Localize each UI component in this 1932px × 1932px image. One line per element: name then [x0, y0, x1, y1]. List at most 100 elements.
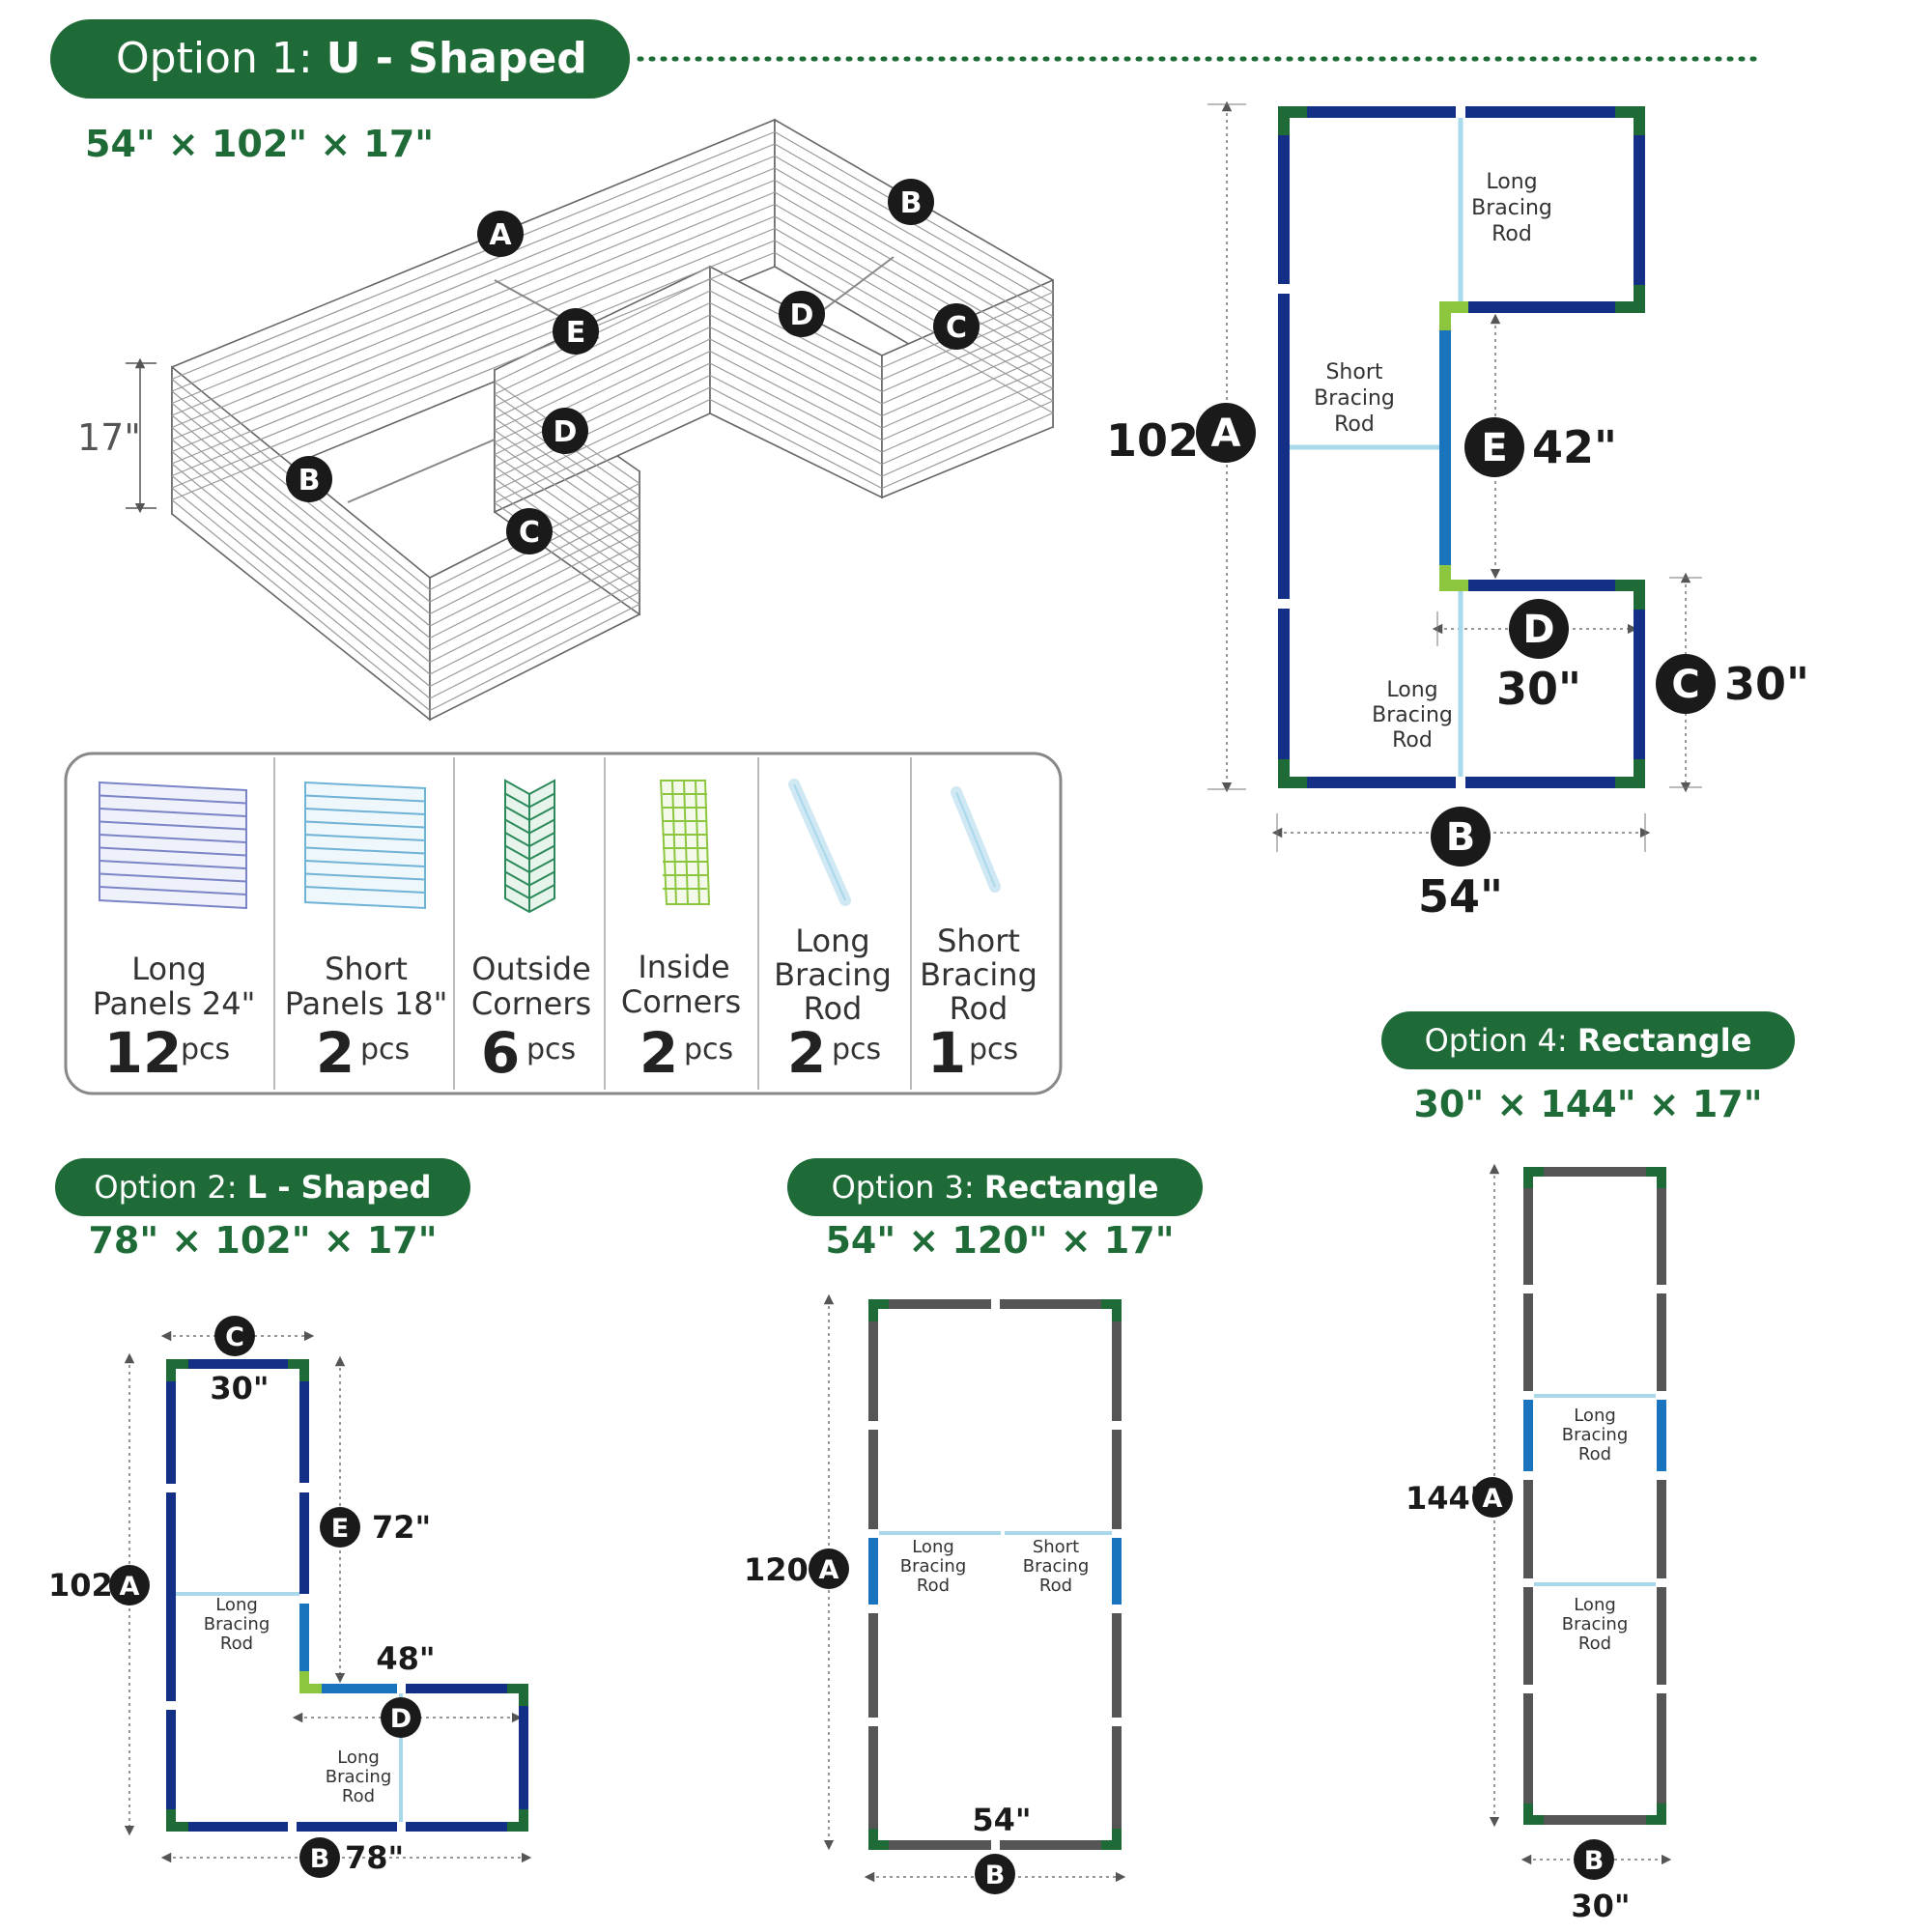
r4-badge-b: B	[1574, 1839, 1614, 1880]
part-label-short-rod: Short	[937, 923, 1020, 959]
rod-label-long-top-2: Bracing	[1471, 196, 1552, 220]
option2-d-value: 48"	[376, 1640, 435, 1677]
r3-rod-label-left-3: Rod	[917, 1576, 950, 1596]
svg-text:C: C	[225, 1322, 244, 1352]
plan1-badge-d: D	[1509, 599, 1569, 659]
part-label-short-rod-2: Bracing	[920, 956, 1037, 993]
option1-e-value: 42"	[1532, 421, 1617, 473]
part-label-outside-corners-2: Corners	[471, 985, 591, 1022]
part-label-inside-corners-2: Corners	[621, 983, 741, 1020]
part-label-short-rod-3: Rod	[950, 990, 1009, 1027]
inside-corner-icon	[659, 780, 711, 905]
svg-text:B: B	[1584, 1846, 1605, 1876]
option3-header: Option 3: Rectangle 54" × 120" × 17"	[787, 1158, 1203, 1262]
rod-label-short-3: Rod	[1334, 412, 1375, 437]
l-badge-c: C	[214, 1316, 255, 1356]
svg-text:C: C	[946, 311, 967, 345]
option1-b-value: 54"	[1418, 870, 1503, 923]
svg-text:A: A	[489, 218, 512, 252]
svg-text:E: E	[331, 1514, 349, 1544]
svg-text:B: B	[985, 1861, 1006, 1890]
option4-title-pill	[1381, 1011, 1795, 1069]
svg-text:B: B	[298, 464, 321, 497]
long-panel-icon	[99, 781, 247, 910]
option4-dims: 30" × 144" × 17"	[1413, 1083, 1762, 1125]
outside-corner-icon	[504, 779, 555, 914]
rod-label-long-bottom-2: Bracing	[1372, 703, 1453, 727]
svg-text:D: D	[790, 298, 814, 332]
svg-text:E: E	[566, 316, 586, 350]
iso-badge-a: A	[477, 211, 524, 257]
qty-short-panels: 2	[316, 1020, 355, 1086]
part-label-short-panels: Short	[325, 951, 408, 987]
r4-rod-label-upper-2: Bracing	[1562, 1425, 1629, 1445]
svg-text:E: E	[1481, 426, 1507, 470]
option3-title-pill	[787, 1158, 1203, 1216]
iso-badge-d-top: D	[779, 291, 825, 337]
svg-text:C: C	[519, 516, 540, 550]
long-rod-icon	[788, 779, 851, 906]
option2-dims: 78" × 102" × 17"	[88, 1219, 437, 1262]
l-badge-d: D	[381, 1697, 421, 1738]
iso-badge-b-top: B	[888, 179, 934, 225]
rod-label-short-2: Bracing	[1314, 386, 1395, 411]
plan1-badge-c: C	[1656, 654, 1716, 714]
option1-title: Option 1: U - Shaped	[116, 34, 587, 83]
parts-list: Long Panels 24" Short Panels 18" Outside…	[64, 752, 1063, 1095]
l-shaped-plan: Long Bracing Rod Long Bracing Rod C 30" …	[48, 1316, 532, 1878]
rod-label-short: Short	[1325, 360, 1382, 384]
option4-title: Option 4: Rectangle	[1425, 1022, 1752, 1059]
r3-rod-label-right-3: Rod	[1039, 1576, 1072, 1596]
l-badge-b: B	[299, 1837, 340, 1878]
r4-rod-label-lower-2: Bracing	[1562, 1614, 1629, 1634]
option1-height-label: 17"	[77, 416, 141, 459]
r4-rod-label-lower-3: Rod	[1578, 1634, 1611, 1654]
unit-outside-corners: pcs	[526, 1033, 576, 1066]
qty-inside-corners: 2	[639, 1020, 678, 1086]
l-badge-a: A	[109, 1565, 150, 1605]
part-label-long-rod-2: Bracing	[774, 956, 892, 993]
part-label-outside-corners: Outside	[471, 951, 591, 987]
svg-text:A: A	[819, 1555, 839, 1585]
option3-b-value: 54"	[972, 1802, 1031, 1838]
rod-label-long-bottom: Long	[1386, 678, 1437, 702]
plan1-badge-e: E	[1464, 417, 1524, 477]
option1-c-value: 30"	[1724, 658, 1809, 710]
option3-dims: 54" × 120" × 17"	[825, 1219, 1174, 1262]
svg-text:D: D	[1522, 608, 1554, 652]
svg-text:D: D	[554, 415, 578, 449]
svg-text:A: A	[1483, 1484, 1503, 1514]
plan1-badge-a: A	[1196, 403, 1256, 463]
part-label-short-panels-2: Panels 18"	[285, 985, 448, 1022]
u-shaped-bed-illustration	[126, 118, 1054, 722]
option2-title: Option 2: L - Shaped	[94, 1169, 431, 1206]
iso-badge-c-low: C	[506, 508, 553, 554]
l-rod-label-upper-2: Bracing	[204, 1614, 270, 1634]
rod-label-long-top-3: Rod	[1492, 222, 1532, 246]
part-label-long-panels-2: Panels 24"	[93, 985, 256, 1022]
r4-badge-a: A	[1472, 1477, 1513, 1518]
option3-title: Option 3: Rectangle	[832, 1169, 1159, 1206]
l-badge-e: E	[320, 1507, 360, 1548]
l-rod-label-upper-3: Rod	[220, 1634, 253, 1654]
short-panel-icon	[304, 781, 426, 910]
option2-title-pill	[55, 1158, 470, 1216]
option2-e-value: 72"	[372, 1509, 431, 1546]
r4-rod-label-lower: Long	[1574, 1595, 1616, 1615]
r4-rod-label-upper-3: Rod	[1578, 1444, 1611, 1464]
r4-rod-label-upper: Long	[1574, 1406, 1616, 1426]
unit-short-rod: pcs	[969, 1033, 1018, 1066]
rod-label-long-bottom-3: Rod	[1392, 728, 1433, 753]
part-label-inside-corners: Inside	[638, 949, 729, 985]
plan1-badge-b: B	[1431, 807, 1491, 867]
short-rod-icon	[951, 786, 1001, 893]
rod-label-long-top: Long	[1486, 170, 1537, 194]
iso-badge-e: E	[553, 308, 599, 355]
iso-badge-b-left: B	[286, 456, 332, 502]
l-rod-label-lower-3: Rod	[342, 1786, 375, 1806]
u-shaped-plan: Long Bracing Rod Short Bracing Rod Long …	[1106, 100, 1809, 923]
option2-c-value: 30"	[210, 1370, 269, 1406]
option2-header: Option 2: L - Shaped 78" × 102" × 17"	[55, 1158, 470, 1262]
unit-short-panels: pcs	[360, 1033, 410, 1066]
